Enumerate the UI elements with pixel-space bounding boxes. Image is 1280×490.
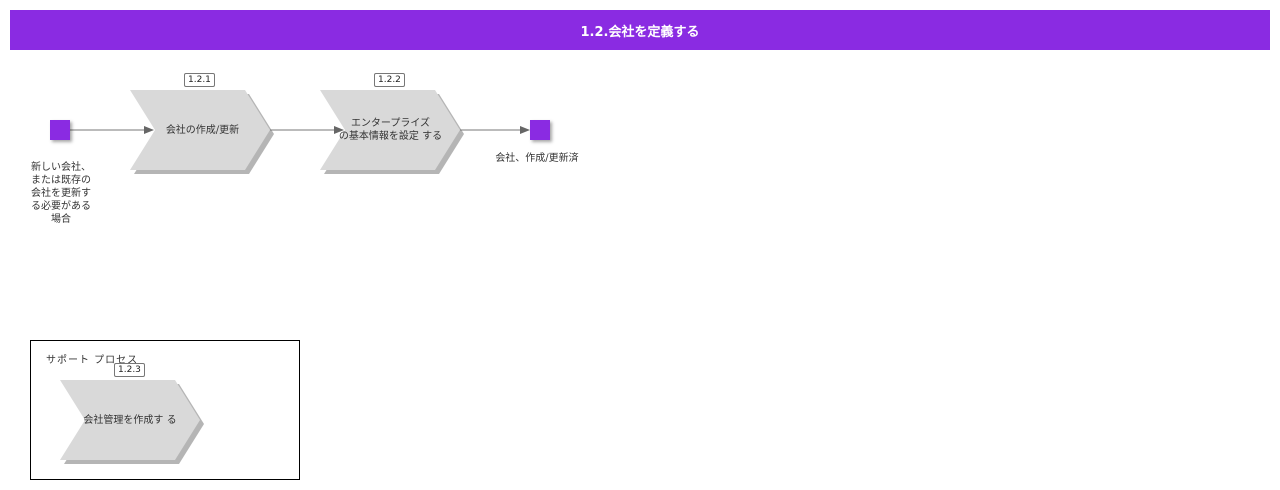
end-event[interactable] (530, 120, 550, 140)
support-process-title: サポート プロセス (46, 355, 139, 366)
step-1-chevron[interactable] (130, 90, 270, 170)
step-number-badge: 1.2.3 (114, 363, 145, 377)
page-title: 1.2.会社を定義する (580, 24, 700, 40)
step-2-chevron[interactable] (320, 90, 460, 170)
step-label: 会社の作成/更新 (165, 124, 240, 136)
step-number-badge: 1.2.1 (184, 73, 215, 87)
step-number-badge: 1.2.2 (374, 73, 405, 87)
title-bar: 1.2.会社を定義する (10, 10, 1270, 50)
start-event[interactable] (50, 120, 70, 140)
support-process-box (30, 340, 300, 480)
start-event-label: 新しい会社、 または既存の 会社を更新す る必要がある 場合 (31, 162, 91, 225)
end-event-label: 会社、作成/更新済 (495, 153, 579, 164)
support-step-chevron[interactable] (60, 380, 200, 460)
step-label: 会社管理を作成す る (83, 414, 177, 426)
step-label: エンタープライズ の基本情報を設定 する (338, 118, 443, 142)
